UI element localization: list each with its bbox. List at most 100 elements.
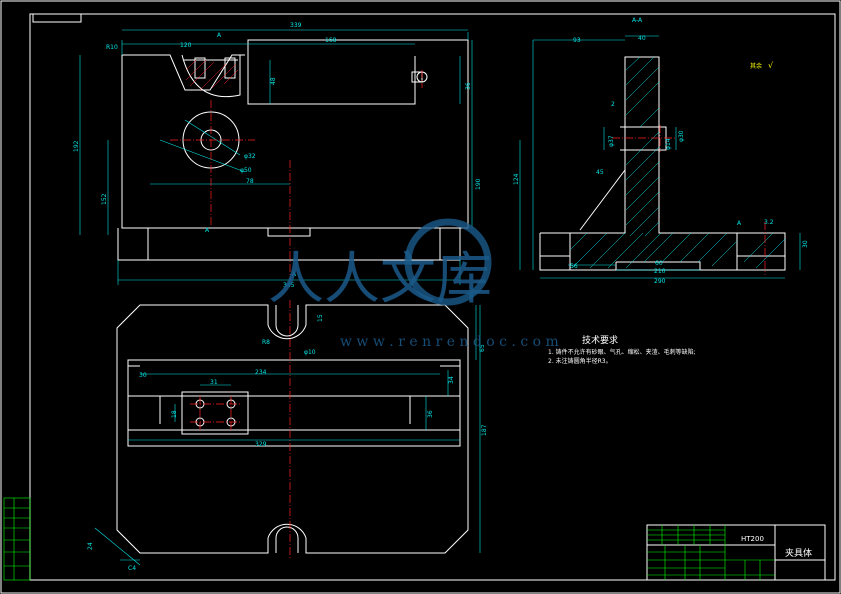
dim-top-h3: 36 bbox=[427, 410, 434, 418]
side-view-hatch bbox=[569, 56, 786, 269]
dim-front-base: 345 bbox=[283, 282, 295, 289]
dim-top-h1: 65 bbox=[479, 344, 486, 352]
dim-side-base-3: 290 bbox=[654, 278, 666, 285]
top-view-rails bbox=[127, 359, 461, 447]
dim-front-top-left: 120 bbox=[180, 42, 192, 49]
title-part-name: 夹具体 bbox=[785, 547, 812, 559]
dim-side-angle: 45 bbox=[596, 169, 604, 176]
cut-label-bottom: A bbox=[205, 227, 210, 234]
section-view-label: A-A bbox=[632, 17, 643, 24]
front-view-dim-lines bbox=[118, 29, 468, 281]
margin-table-grid bbox=[4, 498, 30, 580]
title-block: HT200 夹具体 bbox=[646, 524, 826, 581]
dim-side-dia-2: φ14 bbox=[665, 138, 672, 150]
side-view-centerlines bbox=[612, 125, 766, 275]
dim-front-height-left: 192 bbox=[73, 140, 80, 152]
technical-requirements: 技术要求 1. 铸件不允许有砂眼、气孔、缩松、夹渣、毛刺等缺陷; 2. 未注铸圆… bbox=[548, 334, 696, 365]
dim-side-base-4: 60 bbox=[655, 260, 663, 267]
top-view-dim-lines bbox=[94, 305, 481, 566]
side-view-dim-lines bbox=[519, 35, 801, 279]
top-view-centerlines bbox=[190, 300, 291, 560]
front-view-base-details bbox=[147, 228, 441, 260]
dim-side-dia-3: φ30 bbox=[678, 130, 685, 142]
watermark-text: 人人文库 bbox=[268, 247, 492, 312]
dim-side-small: 2 bbox=[611, 101, 615, 108]
tech-req-line-1: 1. 铸件不允许有砂眼、气孔、缩松、夹渣、毛刺等缺陷; bbox=[548, 348, 696, 356]
dim-side-base-height: 30 bbox=[802, 240, 809, 248]
dim-top-w2: 234 bbox=[255, 369, 267, 376]
roughness-note: 其余 bbox=[750, 62, 762, 70]
side-view-base-ends bbox=[539, 232, 786, 271]
dim-top-h2: 34 bbox=[448, 376, 455, 384]
cut-label-top: A bbox=[217, 32, 222, 39]
dim-front-bore: φ32 bbox=[244, 153, 256, 160]
margin-table-box bbox=[3, 497, 31, 581]
front-view: 339 120 168 R10 190 192 152 48 36 φ32 φ5… bbox=[73, 22, 482, 289]
dim-top-radius: R8 bbox=[262, 339, 270, 346]
dim-top-hole-spacing-h: 18 bbox=[171, 410, 178, 418]
front-view-dim-lines-v bbox=[79, 40, 473, 235]
side-view-hole bbox=[620, 126, 667, 151]
title-material: HT200 bbox=[741, 535, 764, 543]
dim-front-slot-side: 36 bbox=[465, 82, 472, 90]
roughness-symbol: √ bbox=[768, 61, 774, 70]
tech-req-title: 技术要求 bbox=[582, 334, 618, 346]
dim-front-boss: φ50 bbox=[240, 167, 252, 174]
title-block-dividers bbox=[647, 525, 825, 580]
dim-front-height-right: 190 bbox=[475, 178, 482, 190]
front-view-bolt-1 bbox=[194, 57, 206, 79]
side-view-rib bbox=[579, 169, 626, 231]
top-view-slots bbox=[275, 305, 299, 553]
front-view-body bbox=[121, 39, 469, 229]
front-view-hatch bbox=[185, 59, 239, 91]
corner-tag-box bbox=[32, 13, 82, 23]
title-block-grid bbox=[647, 525, 775, 580]
dim-side-width-1: 93 bbox=[573, 37, 581, 44]
front-view-recess bbox=[181, 54, 241, 98]
front-view-leader-lines bbox=[159, 119, 246, 173]
dim-front-top-right: 168 bbox=[325, 37, 337, 44]
title-block-frame bbox=[646, 524, 826, 581]
inner-border bbox=[29, 13, 836, 581]
dim-front-height-inner: 152 bbox=[101, 193, 108, 205]
dim-side-dia-1: φ37 bbox=[608, 135, 615, 147]
side-view-base-lines bbox=[540, 255, 785, 270]
front-view-centerlines bbox=[170, 70, 423, 280]
dim-top-height: 187 bbox=[481, 424, 488, 436]
top-view-clamp-plate bbox=[181, 391, 249, 435]
cut-label-side: A bbox=[737, 220, 742, 227]
top-view-outline bbox=[116, 304, 469, 554]
watermark: 人人文库 w w w . r e n r e n d o c . c o m bbox=[268, 218, 559, 350]
front-view-base bbox=[117, 228, 461, 261]
dim-top-chamfer-2: C4 bbox=[128, 565, 136, 572]
dim-top-width: 329 bbox=[255, 441, 267, 448]
dim-side-width-2: 40 bbox=[638, 35, 646, 42]
dim-top-w1: 30 bbox=[139, 372, 147, 379]
front-view-bolt-2 bbox=[224, 57, 236, 79]
cut-label-base: A bbox=[292, 271, 297, 278]
dim-front-offset: 78 bbox=[246, 178, 254, 185]
dim-top-slot: 15 bbox=[317, 314, 324, 322]
dim-front-slot-height: 48 bbox=[270, 77, 277, 85]
watermark-url: w w w . r e n r e n d o c . c o m bbox=[340, 334, 559, 350]
left-margin-table bbox=[3, 497, 31, 581]
tech-req-line-2: 2. 未注铸圆角半径R3。 bbox=[548, 357, 612, 365]
dim-top-hole-spacing-w: 31 bbox=[210, 379, 218, 386]
side-section-view: 93 40 124 φ37 φ14 φ30 45 56 210 290 60 3… bbox=[513, 17, 809, 285]
dim-front-width: 339 bbox=[290, 22, 302, 29]
dim-side-base-2: 210 bbox=[654, 268, 666, 275]
front-view-top-edge bbox=[122, 54, 245, 91]
side-view-outline bbox=[569, 56, 738, 271]
dim-side-roughness: 3.2 bbox=[764, 219, 774, 226]
dim-top-dia: φ10 bbox=[304, 349, 316, 356]
front-view-extension-lines bbox=[117, 32, 469, 285]
top-view-rail-details bbox=[128, 365, 460, 431]
dim-side-base-1: 56 bbox=[570, 263, 578, 270]
dim-top-chamfer: 24 bbox=[87, 542, 94, 550]
dim-front-radius: R10 bbox=[106, 44, 118, 51]
dim-side-height: 124 bbox=[513, 173, 520, 185]
watermark-logo-ring bbox=[404, 218, 492, 306]
top-view: R8 φ10 15 65 30 234 34 36 31 18 187 329 … bbox=[87, 300, 488, 572]
